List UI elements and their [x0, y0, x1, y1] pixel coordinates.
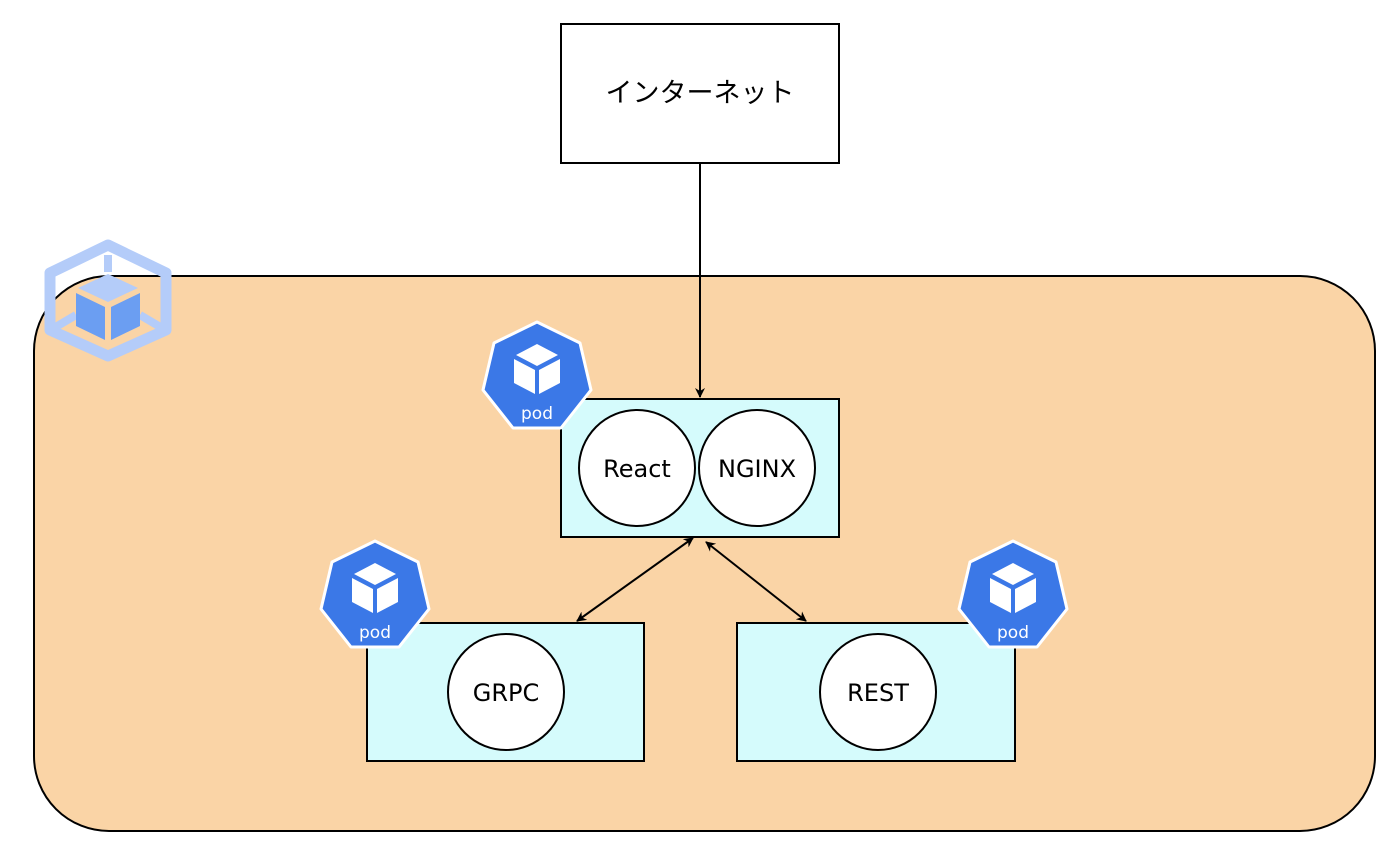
internet-label: インターネット [606, 78, 795, 109]
pod-cube-icon: pod [957, 539, 1069, 649]
edge-frontend-grpc [576, 537, 694, 622]
pod-icon-label: pod [521, 404, 553, 424]
react-label: React [603, 455, 671, 483]
rest-pod: REST [736, 622, 1016, 762]
frontend-pod: React NGINX [560, 398, 840, 538]
pod-icon-label: pod [997, 623, 1029, 643]
pod-cube-icon: pod [481, 320, 593, 430]
rest-container [819, 633, 937, 751]
nginx-label: NGINX [718, 455, 796, 483]
grpc-container [447, 633, 565, 751]
grpc-label: GRPC [473, 679, 540, 707]
nginx-container [698, 409, 816, 527]
pod-cube-icon: pod [319, 539, 431, 649]
edge-frontend-rest [705, 541, 807, 622]
react-container [578, 409, 696, 527]
internet-node: インターネット [560, 23, 840, 164]
pod-icon-label: pod [359, 623, 391, 643]
cluster-region [33, 275, 1376, 832]
grpc-pod: GRPC [366, 622, 645, 762]
kubernetes-cluster-icon [44, 239, 172, 362]
rest-label: REST [847, 679, 909, 707]
